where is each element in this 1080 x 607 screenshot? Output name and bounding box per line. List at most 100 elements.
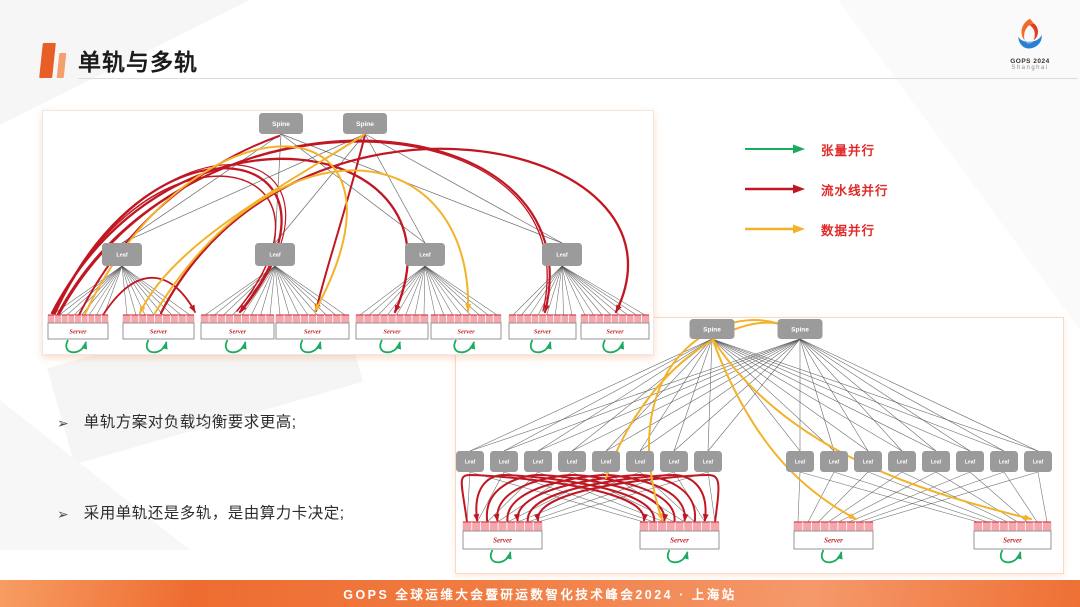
leaf-node <box>888 451 916 472</box>
server-port-strip <box>355 314 429 324</box>
bullet-text: 采用单轨还是多轨，是由算力卡决定; <box>83 505 345 522</box>
gops-logo: GOPS 2024 Shanghai <box>1000 16 1060 71</box>
legend-arrow-icon <box>745 224 805 234</box>
leaf-node <box>694 451 722 472</box>
legend-label: 数据并行 <box>821 223 876 238</box>
server-node <box>580 322 650 340</box>
leaf-node <box>854 451 882 472</box>
legend-row: 张量并行 <box>745 142 889 158</box>
svg-text:Server: Server <box>493 537 512 545</box>
title-accent-icon <box>39 43 56 78</box>
bullet-marker: ➢ <box>57 415 69 431</box>
svg-text:Server: Server <box>824 537 843 545</box>
svg-text:Leaf: Leaf <box>533 459 544 465</box>
server-port-strip <box>430 314 502 324</box>
gray-links <box>466 338 1048 523</box>
header-divider <box>78 78 1078 79</box>
svg-text:Leaf: Leaf <box>635 459 646 465</box>
svg-text:Leaf: Leaf <box>999 459 1010 465</box>
leaf-node <box>102 243 142 266</box>
data-links <box>84 133 472 315</box>
leaf-node <box>820 451 848 472</box>
bullet-item: ➢ 单轨方案对负载均衡要求更高; <box>57 412 297 434</box>
server-node <box>639 530 720 550</box>
bullet-marker: ➢ <box>57 506 69 522</box>
svg-text:Leaf: Leaf <box>465 459 476 465</box>
server-node <box>793 530 874 550</box>
leaf-node <box>592 451 620 472</box>
bullet-text: 单轨方案对负载均衡要求更高; <box>83 414 297 431</box>
server-port-strip <box>275 314 350 324</box>
leaf-node <box>490 451 518 472</box>
svg-text:Server: Server <box>383 328 401 335</box>
svg-text:Leaf: Leaf <box>1033 459 1044 465</box>
leaf-node <box>786 451 814 472</box>
legend-label: 流水线并行 <box>821 183 889 198</box>
spine-node <box>777 319 823 339</box>
server-port-strip <box>580 314 650 324</box>
svg-text:Server: Server <box>150 328 168 335</box>
svg-text:Leaf: Leaf <box>829 459 840 465</box>
server-port-strip <box>200 314 275 324</box>
legend: 张量并行 流水线并行 数据并行 <box>745 142 889 262</box>
svg-text:Leaf: Leaf <box>567 459 578 465</box>
server-port-strip <box>793 521 874 532</box>
legend-row: 流水线并行 <box>745 182 889 198</box>
svg-text:Spine: Spine <box>791 326 809 333</box>
svg-text:Leaf: Leaf <box>499 459 510 465</box>
leaf-node <box>956 451 984 472</box>
bullet-item: ➢ 采用单轨还是多轨，是由算力卡决定; <box>57 503 345 525</box>
svg-text:Leaf: Leaf <box>601 459 612 465</box>
leaf-node <box>626 451 654 472</box>
svg-text:Leaf: Leaf <box>556 252 567 258</box>
svg-text:Leaf: Leaf <box>897 459 908 465</box>
server-node <box>462 530 543 550</box>
tensor-loops <box>489 549 1022 564</box>
svg-text:Server: Server <box>457 328 475 335</box>
svg-text:Spine: Spine <box>356 121 374 128</box>
svg-text:Leaf: Leaf <box>795 459 806 465</box>
logo-text-line1: GOPS 2024 <box>1010 58 1050 65</box>
leaf-node <box>660 451 688 472</box>
spine-node <box>343 113 387 134</box>
leaf-node <box>524 451 552 472</box>
svg-text:Leaf: Leaf <box>269 252 280 258</box>
svg-text:Leaf: Leaf <box>703 459 714 465</box>
pipeline-links <box>460 473 720 523</box>
leaf-node <box>542 243 582 266</box>
svg-text:Server: Server <box>670 537 689 545</box>
svg-text:Leaf: Leaf <box>931 459 942 465</box>
server-node <box>430 322 502 340</box>
svg-text:Leaf: Leaf <box>116 252 127 258</box>
svg-text:Server: Server <box>229 328 247 335</box>
svg-text:Leaf: Leaf <box>669 459 680 465</box>
footer-text: GOPS 全球运维大会暨研运数智化技术峰会2024 · 上海站 <box>343 588 737 602</box>
svg-text:Leaf: Leaf <box>965 459 976 465</box>
server-port-strip <box>973 521 1052 532</box>
server-port-strip <box>47 314 109 324</box>
spine-node <box>689 319 735 339</box>
logo-text-line2: Shanghai <box>1011 65 1049 71</box>
legend-arrow-icon <box>745 144 805 154</box>
footer-banner: GOPS 全球运维大会暨研运数智化技术峰会2024 · 上海站 <box>0 580 1080 607</box>
data-links <box>605 319 1032 521</box>
server-port-strip <box>639 521 720 532</box>
leaf-node <box>990 451 1018 472</box>
leaf-node <box>1024 451 1052 472</box>
title-accent-icon <box>56 53 67 78</box>
svg-text:Server: Server <box>69 328 87 335</box>
svg-text:Server: Server <box>606 328 624 335</box>
server-port-strip <box>122 314 195 324</box>
legend-label: 张量并行 <box>821 143 876 158</box>
server-node <box>973 530 1052 550</box>
svg-text:Leaf: Leaf <box>419 252 430 258</box>
leaf-node <box>456 451 484 472</box>
pipeline-links <box>50 134 630 317</box>
svg-text:Server: Server <box>534 328 552 335</box>
legend-arrow-icon <box>745 184 805 194</box>
